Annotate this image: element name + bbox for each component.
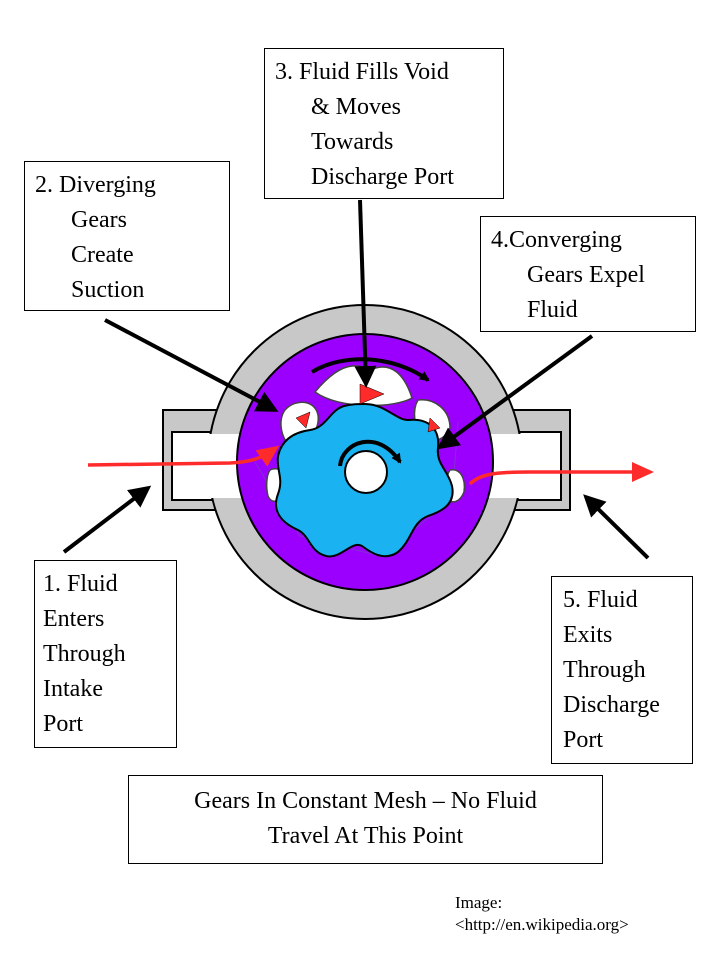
constant-mesh-label: Gears In Constant Mesh – No Fluid Travel… (128, 775, 603, 864)
step-4-label: 4.Converging Gears Expel Fluid (480, 216, 696, 332)
step-5-line-2: Exits (563, 622, 613, 648)
step-3-line-2: & Moves (311, 94, 401, 120)
callout-arrow-step2 (104, 318, 279, 412)
image-credit: Image: <http://en.wikipedia.org> (455, 892, 629, 936)
step-1-line-1: 1. Fluid (43, 571, 118, 597)
step-1-line-2: Enters (43, 606, 105, 632)
step-5-label: 5. Fluid Exits Through Discharge Port (551, 576, 693, 764)
callout-arrow-step1 (62, 485, 152, 554)
step-5-line-4: Discharge (563, 692, 660, 718)
step-2-line-2: Gears (71, 207, 127, 233)
step-4-line-1: 4.Converging (491, 227, 622, 253)
step-3-line-3: Towards (311, 129, 394, 155)
callout-arrow-step4 (436, 334, 594, 450)
step-2-line-1: 2. Diverging (35, 172, 156, 198)
step-4-line-2: Gears Expel (527, 262, 645, 288)
inflow-arrow (87, 445, 280, 467)
callout-arrow-step5 (583, 494, 650, 560)
step-1-label: 1. Fluid Enters Through Intake Port (34, 560, 177, 748)
credit-line-1: Image: (455, 893, 503, 912)
step-2-line-4: Suction (71, 277, 145, 303)
outflow-arrow (468, 462, 654, 486)
step-1-line-5: Port (43, 711, 84, 737)
step-2-label: 2. Diverging Gears Create Suction (24, 161, 230, 311)
step-1-line-4: Intake (43, 676, 103, 702)
inner-rotation-arrow (338, 439, 402, 467)
step-5-line-3: Through (563, 657, 646, 683)
step-3-line-1: 3. Fluid Fills Void (275, 59, 449, 85)
outer-rotation-arrow (310, 357, 430, 382)
mesh-line-2: Travel At This Point (267, 823, 464, 849)
step-2-line-3: Create (71, 242, 134, 268)
step-5-line-5: Port (563, 727, 604, 753)
step-3-line-4: Discharge Port (311, 164, 454, 190)
step-3-label: 3. Fluid Fills Void & Moves Towards Disc… (264, 48, 504, 199)
step-1-line-3: Through (43, 641, 126, 667)
step-5-line-1: 5. Fluid (563, 587, 638, 613)
callout-arrow-step3 (354, 199, 377, 388)
credit-link[interactable]: <http://en.wikipedia.org> (455, 915, 629, 934)
step-4-line-3: Fluid (527, 297, 578, 323)
inner-rotor-shaft-hole (344, 450, 388, 494)
mesh-line-1: Gears In Constant Mesh – No Fluid (194, 788, 537, 814)
